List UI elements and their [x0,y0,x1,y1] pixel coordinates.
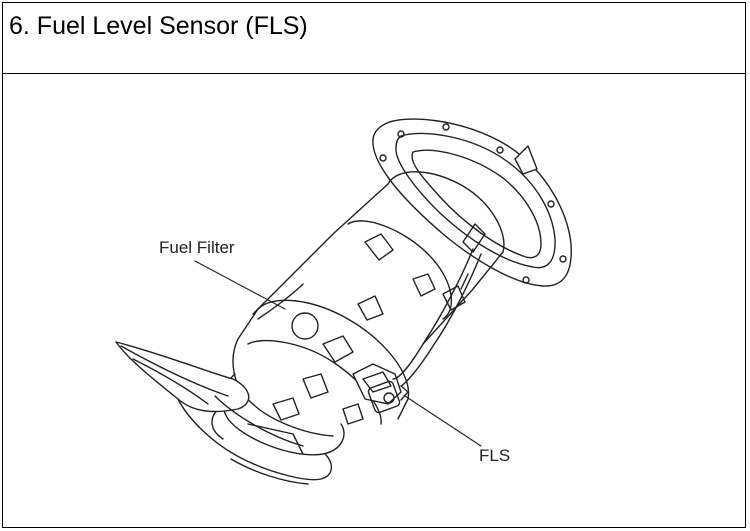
label-fls: FLS [479,446,510,465]
fls-assembly [342,363,409,425]
fuel-pump-illustration: Fuel Filter FLS [115,118,572,485]
diagram-area: Fuel Filter FLS [3,74,747,529]
label-fuel-filter: Fuel Filter [159,238,235,257]
fls-leader-line [404,395,482,447]
pump-housing [252,171,505,345]
header-row: 6. Fuel Level Sensor (FLS) [3,3,745,74]
wire-harness [392,223,486,387]
mounting-flange [372,118,572,287]
fuel-filter-leader-line [194,260,286,310]
page-title: 6. Fuel Level Sensor (FLS) [9,12,308,40]
strainer-sock [115,341,332,485]
